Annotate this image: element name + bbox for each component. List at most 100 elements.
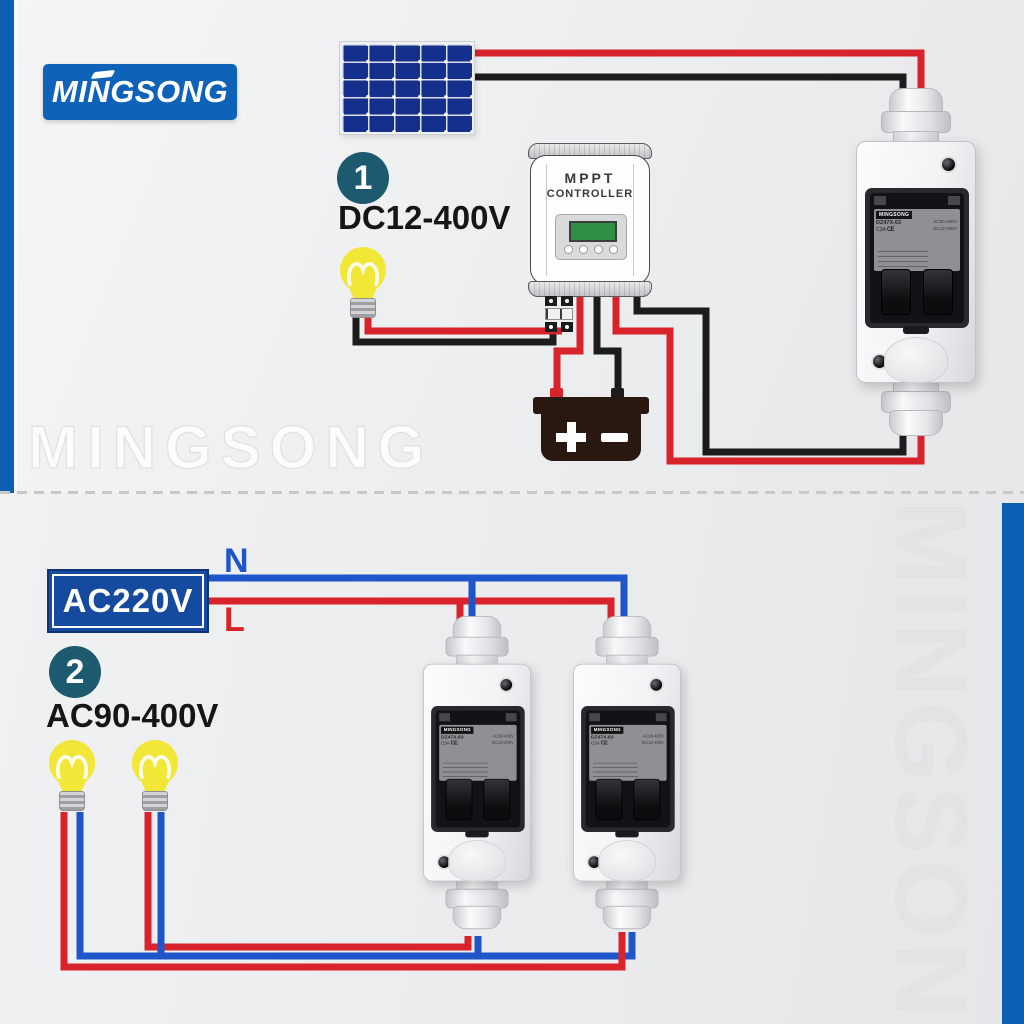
gland-boss xyxy=(449,841,505,881)
cable-gland-icon xyxy=(452,905,502,930)
wire-pv-positive xyxy=(470,49,925,102)
button-icon xyxy=(564,245,573,254)
label-fineprint-lines xyxy=(592,762,638,778)
window-clip xyxy=(589,713,600,722)
rating-right-column: AC90-400V DC12-400V xyxy=(492,733,514,745)
step-2-badge: 2 xyxy=(49,646,101,698)
lcd-screen xyxy=(569,221,617,242)
cable-gland-icon xyxy=(445,636,509,657)
battery-positive-terminal xyxy=(550,388,563,399)
label-fineprint-lines xyxy=(878,251,928,267)
breaker-switch-handles xyxy=(445,778,511,821)
wire-lamp-dc-positive xyxy=(364,312,562,335)
circuit-breaker-device: MINGSONG DZ47X-63 C3A CE AC90-400V DC12-… xyxy=(423,616,531,930)
cable-gland-icon xyxy=(889,410,943,436)
breaker-switch-handle xyxy=(923,269,953,315)
wire-pv-negative xyxy=(470,73,907,102)
wire-lamp2-live xyxy=(144,812,472,951)
gland-boss xyxy=(599,841,655,881)
terminal xyxy=(545,296,557,306)
brand-logo: MINGSONG xyxy=(43,64,237,120)
ac-breaker-left-slot: MINGSONG DZ47X-63 C3A CE AC90-400V DC12-… xyxy=(423,616,531,930)
rating-right-column: AC90-400V DC12-400V xyxy=(932,219,957,231)
neutral-label: N xyxy=(224,542,249,580)
wire-ac-neutral-main xyxy=(208,574,628,622)
window-clip xyxy=(505,713,517,722)
label-fineprint-lines xyxy=(442,762,488,778)
cable-gland-icon xyxy=(595,636,659,657)
bulb-base xyxy=(142,791,168,811)
bulb-icon xyxy=(337,247,389,318)
mppt-controller-icon: MPPT CONTROLLER xyxy=(528,143,652,297)
right-blue-stripe xyxy=(1002,503,1024,1024)
latch-slot xyxy=(465,830,489,838)
screw-icon xyxy=(500,679,513,691)
mini-breaker-icon xyxy=(544,296,574,332)
breaker-enclosure: MINGSONG DZ47X-63 C3A CE AC90-400V DC12-… xyxy=(573,663,681,882)
breaker-switch-handle xyxy=(445,778,473,821)
button-icon xyxy=(594,245,603,254)
ac-breaker-right-slot: MINGSONG DZ47X-63 C3A CE AC90-400V DC12-… xyxy=(573,616,681,930)
brand-chip: MINGSONG xyxy=(591,726,624,735)
cable-gland-icon xyxy=(602,905,652,930)
cable-gland-icon xyxy=(881,111,951,133)
bulb-glass xyxy=(49,740,95,786)
left-stripe-highlight xyxy=(14,0,17,493)
gland-boss xyxy=(885,338,947,382)
ce-mark: CE xyxy=(600,741,608,747)
battery-icon xyxy=(533,388,649,463)
rating-text: C3A CE xyxy=(876,227,895,234)
bulb-glass xyxy=(132,740,178,786)
button-icon xyxy=(609,245,618,254)
brand-chip: MINGSONG xyxy=(876,211,913,220)
circuit-breaker-device: MINGSONG DZ47X-63 C3A CE AC90-400V DC12-… xyxy=(573,616,681,930)
ac-source-box: AC220V xyxy=(47,569,209,633)
bulb-glass xyxy=(340,247,386,293)
breaker-label: MINGSONG DZ47X-63 C3A CE AC90-400V DC12-… xyxy=(589,724,667,781)
rating-right-column: AC90-400V DC12-400V xyxy=(642,733,664,745)
model-text: DZ47X-63 xyxy=(441,735,464,741)
bulb-icon xyxy=(46,740,98,811)
window-clip xyxy=(948,196,960,205)
minus-symbol xyxy=(601,433,628,442)
mppt-body: MPPT CONTROLLER xyxy=(530,155,650,285)
latch-slot xyxy=(615,830,639,838)
battery-negative-terminal xyxy=(611,388,624,399)
wire-mppt-to-battery-positive xyxy=(553,292,584,400)
screw-icon xyxy=(873,355,886,368)
plus-symbol xyxy=(556,422,586,452)
dc-breaker-slot: MINGSONG DZ47X-63 C3A CE AC90-400V DC12-… xyxy=(856,88,976,436)
watermark-text: MINGSONG xyxy=(27,414,434,481)
breaker-window: MINGSONG DZ47X-63 C3A CE AC90-400V DC12-… xyxy=(865,188,969,328)
latch-slot xyxy=(903,326,929,334)
breaker-switch-handle xyxy=(633,778,661,821)
terminal xyxy=(545,322,557,332)
model-text: DZ47X-63 xyxy=(591,735,614,741)
screw-icon xyxy=(650,679,663,691)
mppt-display-panel xyxy=(555,214,627,260)
brand-chip: MINGSONG xyxy=(441,726,474,735)
window-clip xyxy=(655,713,667,722)
breaker-switch-handle xyxy=(483,778,511,821)
terminal xyxy=(561,322,573,332)
circuit-breaker-device: MINGSONG DZ47X-63 C3A CE AC90-400V DC12-… xyxy=(856,88,976,436)
bulb-icon xyxy=(129,740,181,811)
wire-ac-live-main xyxy=(208,597,615,622)
wire-breaker-to-mppt-positive xyxy=(612,292,925,465)
ce-mark: CE xyxy=(450,741,458,747)
ac-source-label: AC220V xyxy=(62,582,194,619)
mini-breaker-body xyxy=(545,308,573,320)
model-text: DZ47X-63 xyxy=(876,220,902,227)
solar-panel-icon xyxy=(340,42,474,134)
dc-voltage-range: DC12-400V xyxy=(338,199,511,236)
terminal xyxy=(561,296,573,306)
mppt-subtitle: CONTROLLER xyxy=(546,188,634,200)
wire-lamp1-live xyxy=(60,812,626,971)
button-icon xyxy=(579,245,588,254)
rating-text: C3A CE xyxy=(591,741,608,747)
brand-logo-text: MINGSONG xyxy=(51,74,229,109)
breaker-enclosure: MINGSONG DZ47X-63 C3A CE AC90-400V DC12-… xyxy=(856,141,976,383)
window-clip xyxy=(439,713,450,722)
rating-text: C3A CE xyxy=(441,741,458,747)
